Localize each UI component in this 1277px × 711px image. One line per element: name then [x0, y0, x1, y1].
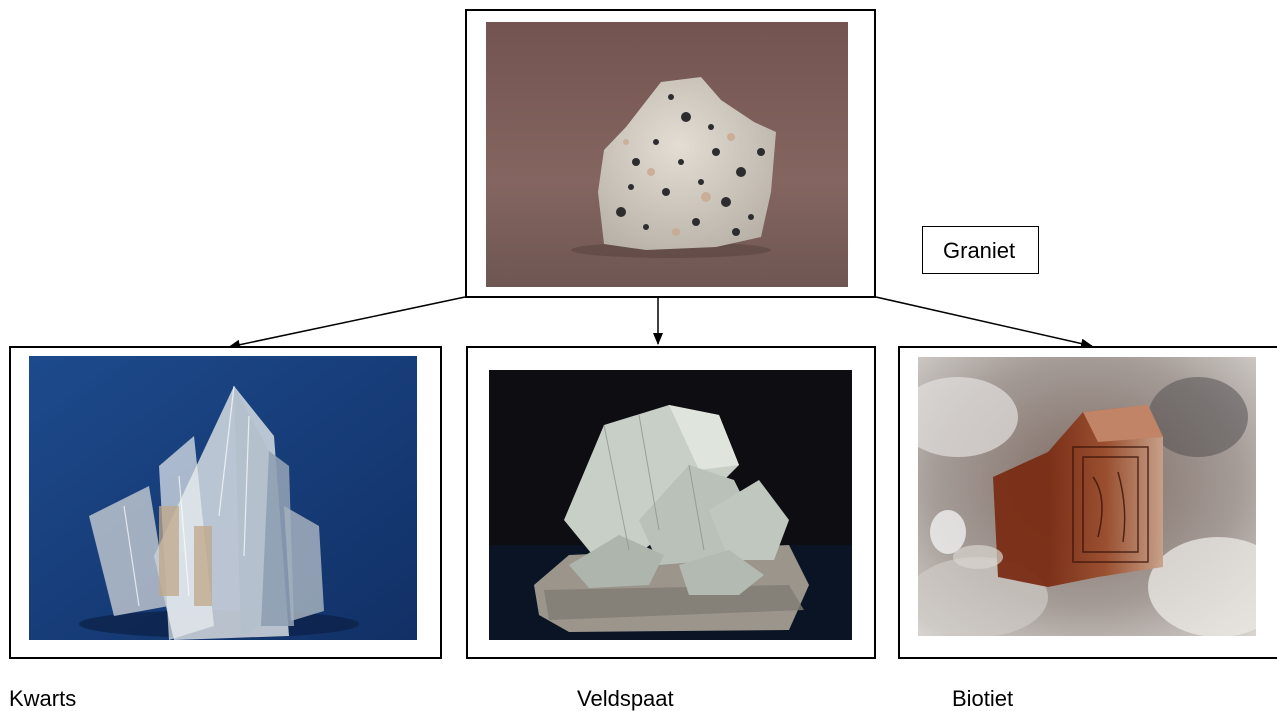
feldspar-crystal-image [489, 370, 852, 640]
veldspaat-caption: Veldspaat [577, 688, 674, 710]
kwarts-caption: Kwarts [9, 688, 76, 710]
veldspaat-photo [489, 370, 852, 640]
arrow-to-kwarts [229, 297, 465, 347]
root-label-box: Graniet [922, 226, 1039, 274]
quartz-crystal-image [29, 356, 417, 640]
granite-photo [486, 22, 848, 287]
arrow-to-biotiet [876, 297, 1092, 346]
kwarts-photo [29, 356, 417, 640]
biotiet-photo [918, 357, 1256, 636]
biotiet-caption: Biotiet [952, 688, 1013, 710]
granite-rock-image [486, 22, 848, 287]
biotite-crystal-image [918, 357, 1256, 636]
root-label: Graniet [943, 238, 1015, 263]
